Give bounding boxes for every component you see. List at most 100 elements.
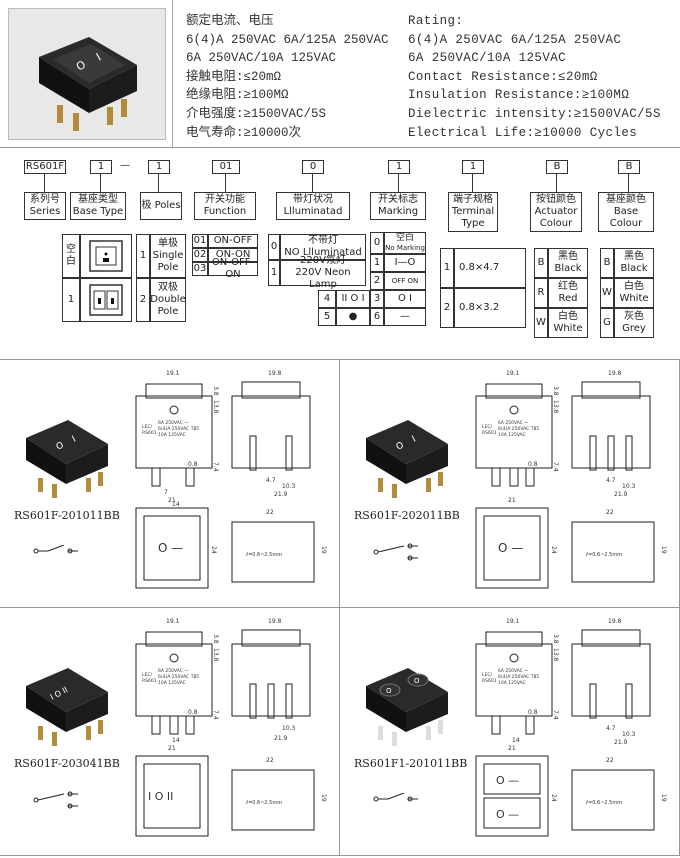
marking-symbol: O — bbox=[498, 541, 523, 555]
dim-24: 24 bbox=[210, 546, 217, 554]
label-text: 6A 250VAC ~ bbox=[158, 420, 188, 426]
illum-code: 0 bbox=[268, 234, 280, 260]
dim-19-8: 19.8 bbox=[268, 370, 282, 377]
spec-line: 绝缘电阻:≥100MΩ bbox=[186, 88, 289, 103]
label-text: 6A 250VAC ~ bbox=[498, 420, 528, 426]
actuator-cn: 白色 bbox=[558, 311, 578, 322]
dim-24: 24 bbox=[550, 546, 557, 554]
label-text: LEC/ bbox=[142, 424, 152, 430]
marking-symbol: O — bbox=[496, 774, 519, 787]
label-text: RS601 bbox=[142, 678, 157, 684]
svg-text:I: I bbox=[71, 435, 78, 445]
spec-line: Dielectric intensity:≥1500VAC/5S bbox=[408, 106, 661, 121]
code-box-series: RS601F bbox=[24, 160, 66, 174]
switch-schematic bbox=[370, 790, 420, 809]
marking-code: 6 bbox=[370, 308, 384, 326]
dim-21: 21 bbox=[168, 497, 176, 504]
dim-0-8: 0.8 bbox=[528, 709, 538, 716]
dim-19-1: 19.1 bbox=[166, 370, 180, 377]
marking-code: 4 bbox=[318, 290, 336, 308]
svg-text:O: O bbox=[55, 440, 66, 452]
terminal-code: 1 bbox=[440, 248, 454, 288]
poles-code: 1 bbox=[136, 234, 150, 278]
technical-drawing: 19.1 19.8 6A 250VAC ~ 6(4)A 250VAC T85 1… bbox=[116, 366, 336, 610]
dim-19: 19 bbox=[320, 794, 327, 802]
marking-opt: OFF ON bbox=[384, 272, 426, 290]
marking-code: 5 bbox=[318, 308, 336, 326]
dim-3-8: 3.8 bbox=[552, 634, 559, 644]
label-text: 6(4)A 250VAC T85 bbox=[158, 674, 199, 680]
marking-code: 1 bbox=[370, 254, 384, 272]
dim-19: 19 bbox=[660, 794, 667, 802]
label-text: RS601 bbox=[482, 430, 497, 436]
dim-7-4: 7.4 bbox=[212, 710, 219, 720]
dim-19-1: 19.1 bbox=[506, 370, 520, 377]
basecolour-en: Black bbox=[620, 263, 648, 274]
spec-line: 接触电阻:≤20mΩ bbox=[186, 69, 282, 84]
label-actuator: 按钮颜色 Actuator Colour bbox=[530, 192, 582, 232]
marking-opt: ● bbox=[336, 308, 370, 326]
code-dash: — bbox=[120, 160, 130, 171]
technical-drawing: 19.1 19.8 6A 250VAC ~ 6(4)A 250VAC T85 1… bbox=[456, 366, 676, 610]
dim-14: 14 bbox=[172, 501, 180, 508]
dim-10-3: 10.3 bbox=[282, 483, 296, 490]
dim-19-1: 19.1 bbox=[166, 618, 180, 625]
terminal-opt: 0.8×3.2 bbox=[454, 288, 526, 328]
base-opt-img-2 bbox=[80, 278, 132, 322]
switch-schematic bbox=[370, 542, 420, 566]
dim-13-8: 13.8 bbox=[552, 400, 559, 414]
dim-14: 14 bbox=[172, 737, 180, 744]
marking-opt: O I bbox=[384, 290, 426, 308]
actuator-code: R bbox=[534, 278, 548, 308]
actuator-cn: 黑色 bbox=[558, 251, 578, 262]
basecolour-en: White bbox=[619, 293, 649, 304]
function-label: ON-ON bbox=[208, 248, 258, 262]
technical-drawing: 19.1 19.8 6A 250VAC ~ 6(4)A 250VAC T85 1… bbox=[116, 614, 336, 858]
dim-3-8: 3.8 bbox=[552, 386, 559, 396]
label-text: RS601 bbox=[142, 430, 157, 436]
basecolour-en: Grey bbox=[622, 323, 646, 334]
dim-24: 24 bbox=[550, 794, 557, 802]
dim-4-7: 4.7 bbox=[606, 477, 616, 484]
label-series: 系列号 Series bbox=[24, 192, 66, 220]
dim-22: 22 bbox=[606, 509, 614, 516]
poles-en: Single Pole bbox=[152, 250, 184, 273]
label-text: 6(4)A 250VAC T85 bbox=[498, 674, 539, 680]
illum-cn: 不带灯 bbox=[308, 235, 338, 246]
marking-code: 3 bbox=[370, 290, 384, 308]
code-box-poles: 1 bbox=[148, 160, 170, 174]
label-text: 10A 125VAC bbox=[498, 432, 526, 438]
dim-21-9: 21.9 bbox=[614, 491, 628, 498]
dim-10-3: 10.3 bbox=[622, 483, 636, 490]
label-text: RS601 bbox=[482, 678, 497, 684]
spec-line: 6(4)A 250VAC 6A/125A 250VAC bbox=[186, 32, 389, 47]
label-text: 10A 125VAC bbox=[158, 680, 186, 686]
spec-line: Insulation Resistance:≥100MΩ bbox=[408, 88, 630, 103]
dim-22: 22 bbox=[606, 757, 614, 764]
dim-22: 22 bbox=[266, 757, 274, 764]
code-box-base-colour: B bbox=[618, 160, 640, 174]
dim-21: 21 bbox=[168, 745, 176, 752]
model-number: RS601F-201011BB bbox=[14, 509, 120, 522]
spec-header: O I 额定电流、电压 6(4)A 250VAC 6A/125A 250VAC … bbox=[0, 0, 680, 148]
header-divider bbox=[172, 0, 173, 148]
model-number: RS601F-202011BB bbox=[354, 509, 460, 522]
label-function: 开关功能 Function bbox=[194, 192, 256, 220]
dim-19: 19 bbox=[660, 546, 667, 554]
spec-line: Contact Resistance:≤20mΩ bbox=[408, 69, 598, 84]
marking-symbol: I O II bbox=[148, 790, 173, 803]
illum-en: NO Llluminatad bbox=[284, 247, 362, 258]
label-marking: 开关标志 Marking bbox=[370, 192, 426, 220]
label-base-colour: 基座颜色 Base Colour bbox=[598, 192, 654, 232]
basecolour-cn: 白色 bbox=[624, 281, 644, 292]
svg-text:I: I bbox=[411, 435, 418, 445]
